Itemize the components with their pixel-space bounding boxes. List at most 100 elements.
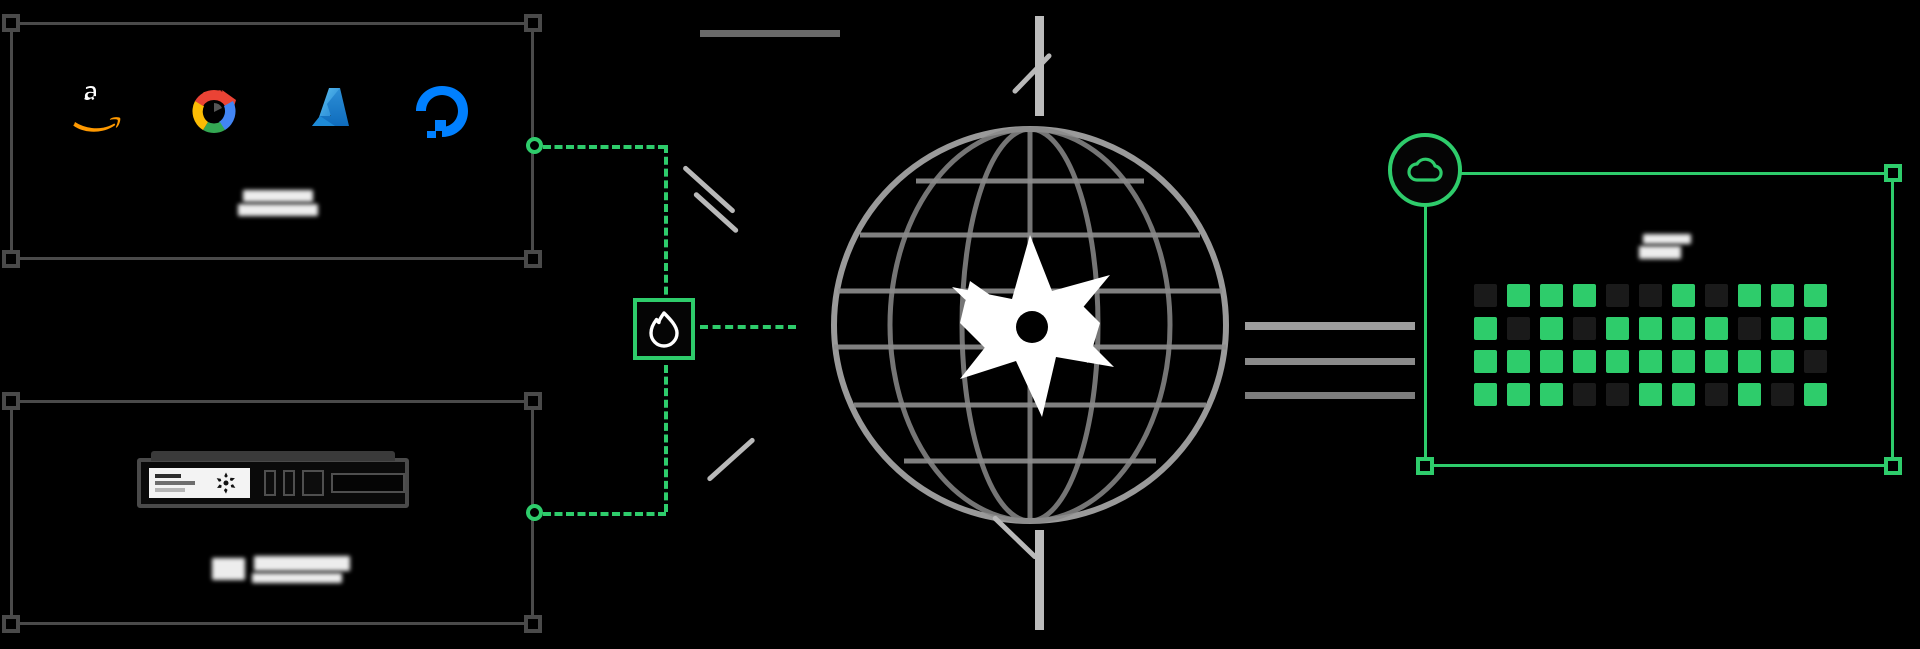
heat-cell[interactable] [1738, 284, 1761, 307]
server-drive-slots [264, 470, 405, 496]
connector-flame-to-globe [700, 325, 796, 329]
resize-handle-bottom-left[interactable] [2, 250, 20, 268]
heat-cell[interactable] [1540, 284, 1563, 307]
heat-cell[interactable] [1804, 284, 1827, 307]
globe-ray [706, 436, 756, 483]
metrics-label-redacted-2 [1639, 246, 1681, 259]
cloud-badge[interactable] [1388, 133, 1462, 207]
heat-cell[interactable] [1672, 383, 1695, 406]
google-cloud-logo[interactable] [182, 82, 246, 138]
connector-node-infrastructure[interactable] [526, 504, 543, 521]
infrastructure-panel[interactable] [2, 392, 542, 633]
connector-providers-vertical [664, 145, 668, 330]
heat-cell[interactable] [1573, 383, 1596, 406]
metrics-label-redacted [1643, 234, 1691, 244]
drive-slot [302, 470, 324, 496]
cloud-providers-panel[interactable] [2, 14, 542, 268]
heat-cell[interactable] [1540, 350, 1563, 373]
resize-handle-top-right[interactable] [524, 14, 542, 32]
heat-cell[interactable] [1573, 317, 1596, 340]
flame-node[interactable] [633, 298, 695, 360]
heat-cell[interactable] [1540, 383, 1563, 406]
resize-handle-bottom-right[interactable] [1884, 457, 1902, 475]
heat-cell[interactable] [1474, 317, 1497, 340]
resize-handle-top-left[interactable] [2, 14, 20, 32]
heat-cell[interactable] [1606, 383, 1629, 406]
globe-node[interactable] [682, 52, 1240, 561]
server-display [149, 468, 250, 498]
digitalocean-logo[interactable] [410, 82, 474, 140]
resize-handle-top-right[interactable] [524, 392, 542, 410]
drive-slot [283, 470, 295, 496]
server-appliance[interactable] [137, 451, 409, 508]
heat-cell[interactable] [1474, 350, 1497, 373]
heat-cell[interactable] [1771, 284, 1794, 307]
globe-frame-band-left [700, 30, 840, 37]
resize-handle-top-left[interactable] [2, 392, 20, 410]
activity-heat-grid[interactable] [1474, 284, 1827, 406]
heat-cell[interactable] [1672, 350, 1695, 373]
connector-infra-horizontal [543, 512, 666, 516]
heat-cell[interactable] [1639, 317, 1662, 340]
globe-frame-band-right-2 [1245, 358, 1415, 365]
globe-ray [1011, 52, 1053, 95]
heat-cell[interactable] [1804, 383, 1827, 406]
heat-cell[interactable] [1573, 350, 1596, 373]
heat-cell[interactable] [1672, 317, 1695, 340]
infrastructure-label-redacted [254, 556, 350, 571]
heat-cell[interactable] [1507, 317, 1530, 340]
heat-cell[interactable] [1474, 383, 1497, 406]
spark-burst-icon [952, 235, 1114, 417]
globe-frame-band-top [1035, 16, 1044, 116]
resize-handle-bottom-right[interactable] [524, 250, 542, 268]
heat-cell[interactable] [1606, 350, 1629, 373]
heat-cell[interactable] [1606, 317, 1629, 340]
heat-cell[interactable] [1771, 383, 1794, 406]
kubernetes-helm-icon [216, 472, 236, 494]
heat-cell[interactable] [1639, 383, 1662, 406]
heat-cell[interactable] [1606, 284, 1629, 307]
heat-cell[interactable] [1507, 383, 1530, 406]
heat-cell[interactable] [1738, 317, 1761, 340]
resize-handle-bottom-left[interactable] [1416, 457, 1434, 475]
flame-icon [649, 311, 679, 348]
server-status-strip [331, 473, 405, 493]
heat-cell[interactable] [1771, 317, 1794, 340]
heat-cell[interactable] [1705, 317, 1728, 340]
heat-cell[interactable] [1771, 350, 1794, 373]
resize-handle-bottom-right[interactable] [524, 615, 542, 633]
cloud-providers-label-redacted [243, 190, 313, 202]
server-text-bars [155, 472, 207, 494]
cloud-providers-label-redacted-2 [238, 204, 318, 216]
server-chassis-top [151, 451, 395, 461]
azure-logo[interactable] [296, 82, 360, 138]
heat-cell[interactable] [1507, 350, 1530, 373]
heat-cell[interactable] [1705, 350, 1728, 373]
infrastructure-label-redacted-2 [252, 573, 342, 583]
heat-cell[interactable] [1573, 284, 1596, 307]
connector-providers-horizontal [543, 145, 666, 149]
connector-infra-vertical [664, 365, 668, 512]
cloud-provider-logo-row [68, 82, 474, 140]
heat-cell[interactable] [1804, 317, 1827, 340]
heat-cell[interactable] [1705, 284, 1728, 307]
heat-cell[interactable] [1672, 284, 1695, 307]
heat-cell[interactable] [1705, 383, 1728, 406]
heat-cell[interactable] [1474, 284, 1497, 307]
heat-cell[interactable] [1804, 350, 1827, 373]
aws-logo[interactable] [68, 82, 132, 138]
cloud-icon [1407, 157, 1443, 182]
heat-cell[interactable] [1507, 284, 1530, 307]
resize-handle-top-right[interactable] [1884, 164, 1902, 182]
heat-cell[interactable] [1639, 350, 1662, 373]
connector-node-providers[interactable] [526, 137, 543, 154]
globe-frame-band-bottom [1035, 530, 1044, 630]
globe-frame-band-right [1245, 322, 1415, 330]
heat-cell[interactable] [1540, 317, 1563, 340]
heat-cell[interactable] [1738, 383, 1761, 406]
heat-cell[interactable] [1639, 284, 1662, 307]
resize-handle-bottom-left[interactable] [2, 615, 20, 633]
heat-cell[interactable] [1738, 350, 1761, 373]
globe-frame-band-right-3 [1245, 392, 1415, 399]
